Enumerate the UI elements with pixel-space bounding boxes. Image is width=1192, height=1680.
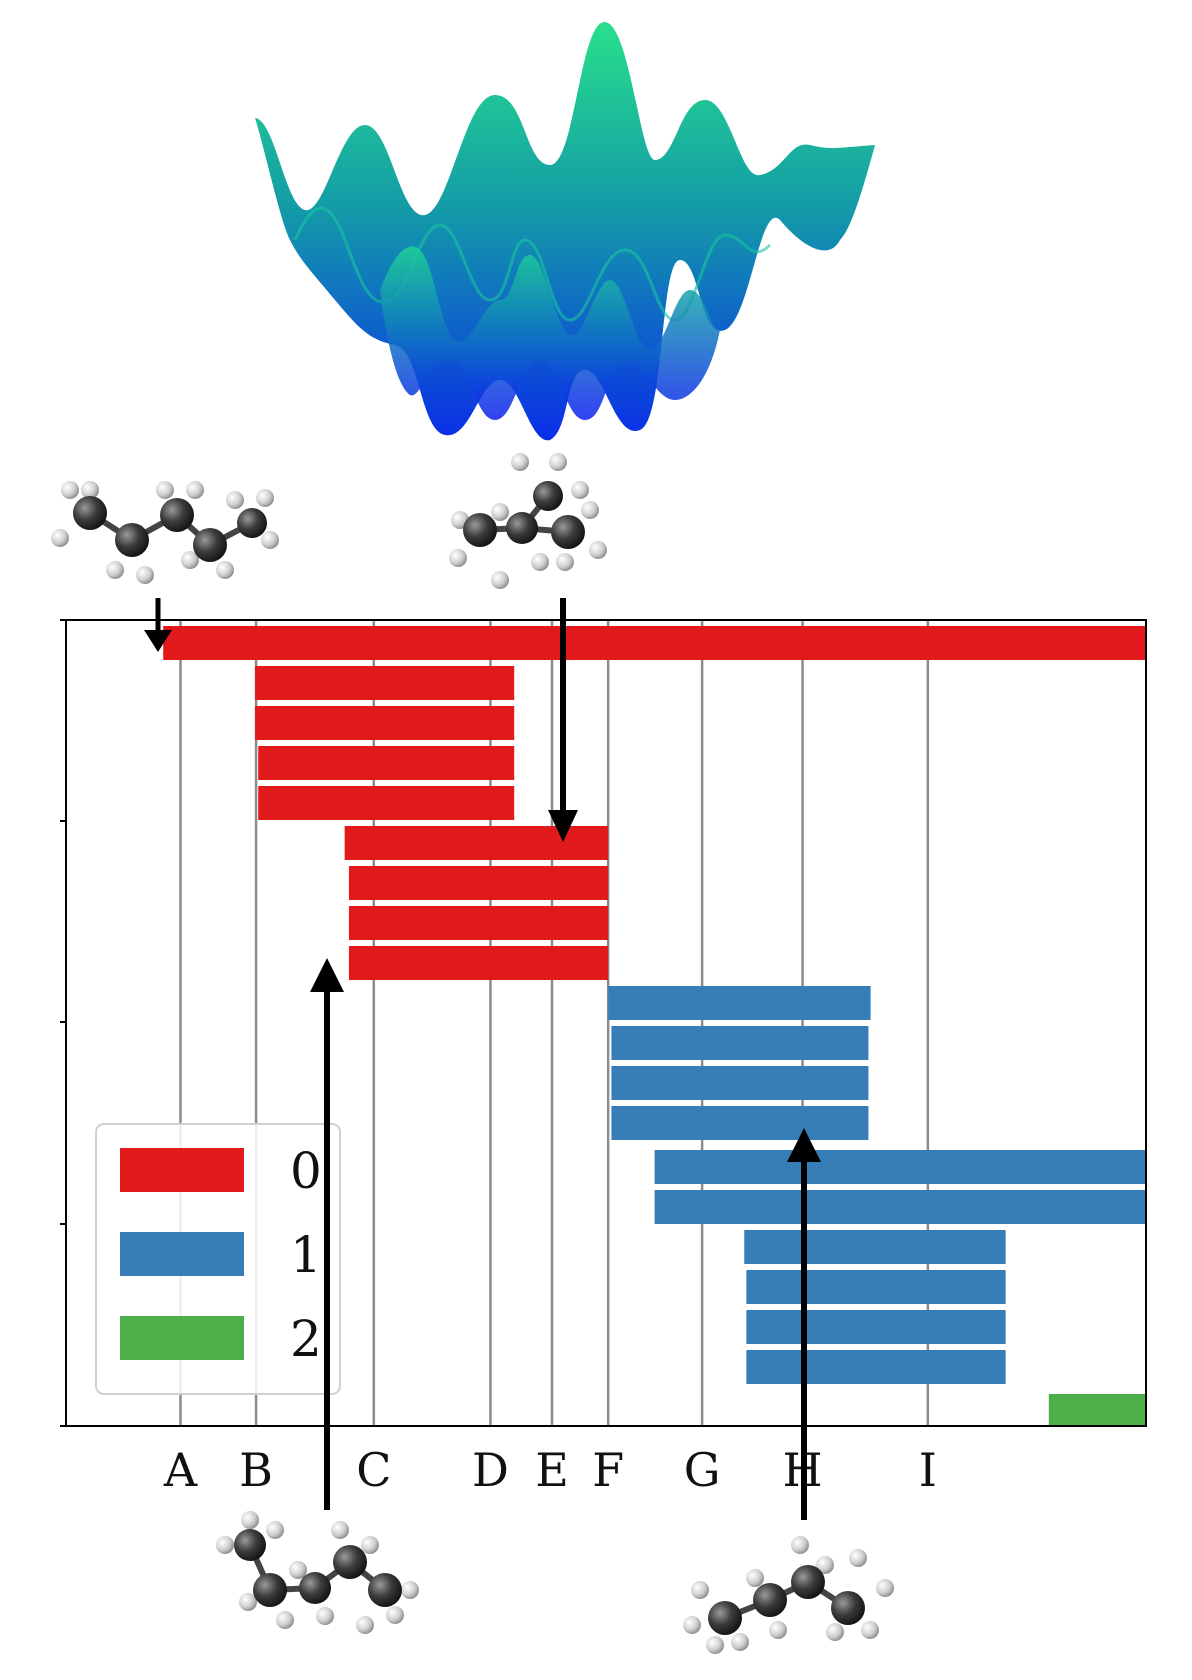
bar-series-0 (348, 946, 609, 980)
x-tick-label-g: G (684, 1443, 721, 1497)
bar-series-0 (258, 746, 515, 780)
bar-series-0 (258, 786, 515, 820)
bar-series-2 (1048, 1394, 1146, 1426)
legend: 0 1 2 (95, 1123, 341, 1395)
bar-series-0 (255, 666, 515, 700)
bar-series-1 (746, 1310, 1006, 1344)
bar-series-0 (163, 626, 1146, 660)
x-tick-label-b: B (239, 1443, 273, 1497)
x-tick-labels: ABCDEFGHI (163, 1443, 937, 1497)
x-tick-label-f: F (592, 1443, 624, 1497)
bar-series-1 (608, 986, 871, 1020)
bar-series-1 (611, 1106, 869, 1140)
molecule-ball-and-stick-icon (216, 1511, 419, 1634)
legend-swatch-1 (120, 1232, 244, 1276)
bar-series-0 (348, 866, 609, 900)
legend-label-0: 0 (290, 1142, 322, 1200)
legend-swatch-0 (120, 1148, 244, 1192)
arrow-icon (548, 598, 578, 842)
bar-series-0 (344, 826, 609, 860)
bar-series-1 (746, 1350, 1006, 1384)
x-tick-label-i: I (919, 1443, 937, 1497)
bar-series-1 (744, 1230, 1006, 1264)
arrow-icon (787, 1128, 821, 1520)
bars (163, 626, 1146, 1426)
bar-series-0 (255, 706, 515, 740)
plot-area: ABCDEFGHI (60, 619, 1147, 1497)
legend-label-1: 1 (290, 1226, 322, 1284)
x-tick-label-a: A (163, 1443, 198, 1497)
x-tick-label-e: E (535, 1443, 569, 1497)
molecule-ball-and-stick-icon (683, 1536, 894, 1654)
legend-swatch-2 (120, 1316, 244, 1360)
x-tick-label-d: D (472, 1443, 509, 1497)
arrow-icon (310, 958, 344, 1510)
bar-series-1 (654, 1190, 1146, 1224)
arrow-icon (144, 598, 172, 652)
x-tick-label-c: C (356, 1443, 391, 1497)
legend-label-2: 2 (290, 1310, 322, 1368)
bar-series-1 (746, 1270, 1006, 1304)
bar-series-1 (611, 1066, 869, 1100)
energy-landscape-surface-icon (255, 21, 875, 441)
bar-series-1 (654, 1150, 1146, 1184)
bar-series-1 (611, 1026, 869, 1060)
y-axis-ticks (60, 619, 66, 1427)
bar-series-0 (348, 906, 609, 940)
molecule-ball-and-stick-icon (449, 453, 607, 589)
molecule-ball-and-stick-icon (51, 481, 279, 584)
